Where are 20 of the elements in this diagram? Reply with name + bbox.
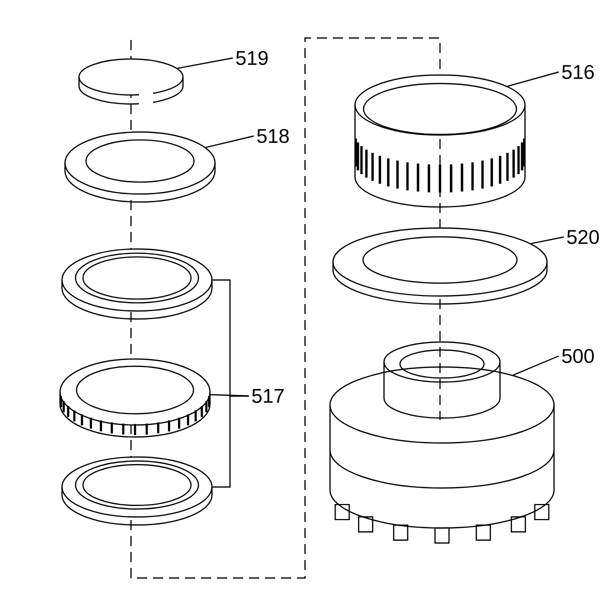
callout-number: 500 — [562, 348, 594, 364]
callout-number: 516 — [562, 64, 594, 80]
gear-ring-drawing — [354, 74, 526, 208]
housing-drawing — [329, 341, 555, 544]
callout-number: 519 — [236, 50, 268, 66]
callout-number: 520 — [567, 230, 599, 244]
leader-line — [531, 236, 564, 244]
callout-number: 517 — [252, 389, 284, 403]
leader-line — [507, 71, 559, 87]
bearing-race-drawing — [61, 248, 213, 320]
leader-line — [212, 395, 249, 488]
leader-line — [513, 355, 560, 376]
leader-line — [177, 57, 233, 69]
roller-bearing-drawing — [59, 358, 211, 438]
thrust-washer-drawing — [332, 227, 548, 305]
bearing-race-drawing — [61, 456, 213, 526]
thrust-washer-drawing — [64, 131, 216, 203]
callout-number: 518 — [257, 128, 289, 144]
leader-line — [206, 135, 254, 148]
snap-ring-drawing — [78, 58, 184, 107]
